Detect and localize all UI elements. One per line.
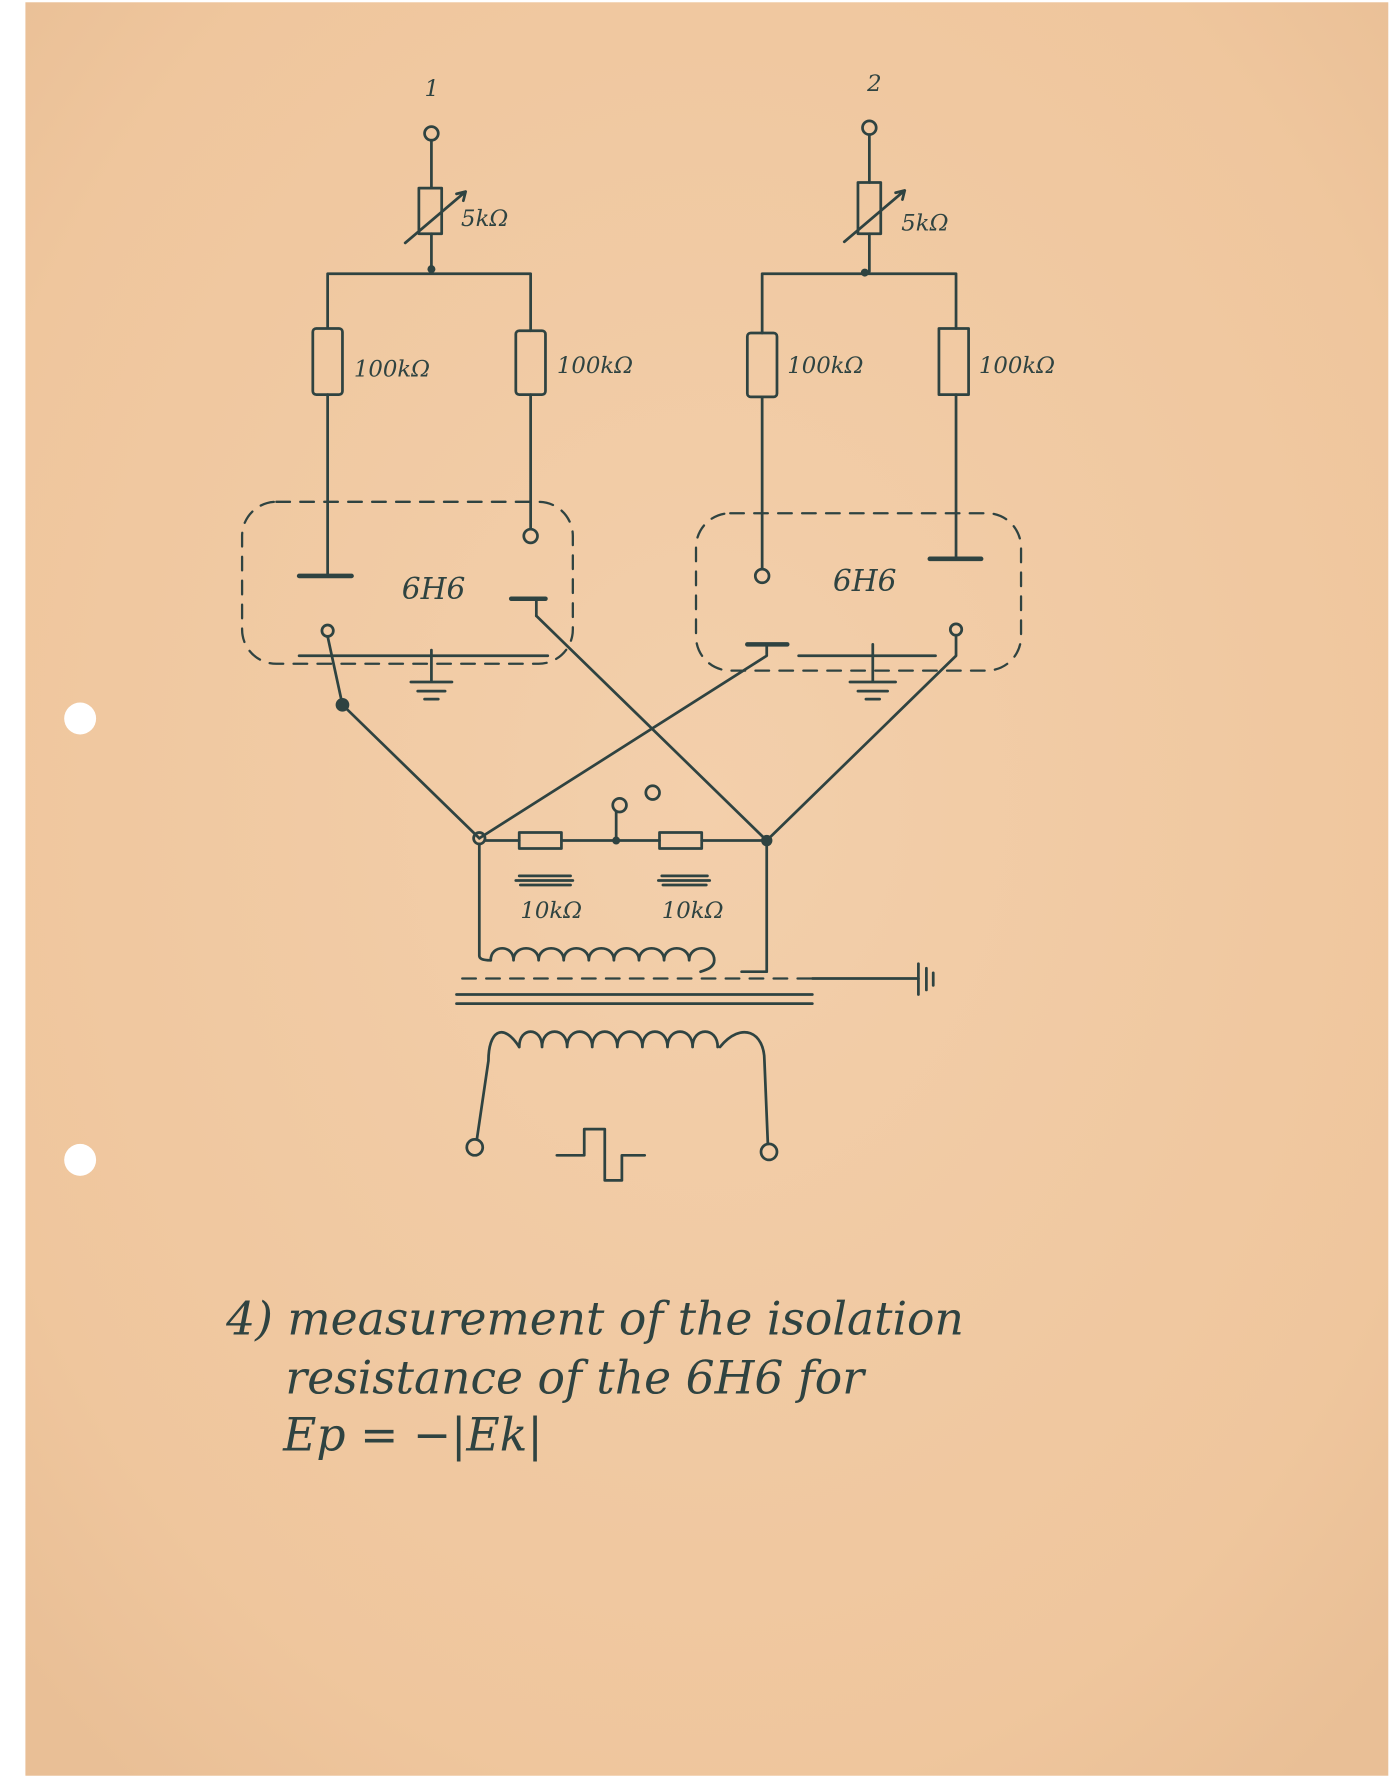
ground-icon	[848, 643, 897, 701]
caption-line-3: Ep = −|Ek|	[282, 1409, 543, 1462]
junction-node	[427, 265, 436, 274]
load-resistor-label: 100kΩ	[354, 356, 430, 382]
paper-background	[25, 2, 1389, 1776]
input-label-1: 1	[425, 76, 440, 102]
load-resistor-label: 100kΩ	[979, 353, 1055, 379]
secondary-coil	[489, 946, 716, 974]
load-resistor-label: 100kΩ	[557, 353, 633, 379]
variable-resistor-1	[403, 186, 467, 270]
input-label-2: 2	[866, 71, 882, 97]
tube-label-right: 6H6	[833, 563, 897, 598]
junction-node	[761, 834, 773, 847]
punch-hole	[64, 702, 97, 735]
load-resistor	[937, 327, 970, 396]
junction-node	[860, 268, 869, 277]
circuit-diagram: 1 2 5kΩ 5kΩ 100kΩ 100kΩ 100kΩ 100kΩ	[240, 71, 1055, 1182]
caption-line-1: 4) measurement of the isolation	[225, 1292, 964, 1345]
variable-resistor-2-label: 5kΩ	[901, 210, 948, 236]
pulse-input-terminal	[465, 1137, 485, 1157]
tube-6h6-right	[694, 512, 1023, 701]
variable-resistor-2	[842, 181, 907, 273]
transformer-core	[455, 993, 814, 1005]
output-terminal	[644, 784, 661, 801]
pulse-input-terminal	[759, 1142, 779, 1162]
primary-coil	[517, 1030, 720, 1049]
load-resistor-label: 100kΩ	[787, 353, 863, 379]
pulse-waveform-icon	[555, 1127, 647, 1182]
divider-resistor-label: 10kΩ	[520, 898, 582, 924]
ground-icon	[917, 962, 935, 996]
divider-resistor	[517, 831, 563, 850]
divider-resistor-label: 10kΩ	[662, 898, 724, 924]
divider-resistor	[658, 831, 704, 850]
tube-label-left: 6H6	[402, 571, 466, 606]
variable-resistor-1-label: 5kΩ	[461, 206, 508, 232]
punch-hole	[64, 1143, 97, 1176]
output-terminal	[611, 796, 628, 814]
ground-icon	[409, 648, 454, 701]
scribbled-out-value	[514, 874, 712, 887]
junction-node	[335, 697, 350, 712]
caption: 4) measurement of the isolation resistan…	[225, 1292, 964, 1461]
tube-6h6-left	[240, 500, 574, 701]
caption-line-2: resistance of the 6H6 for	[285, 1352, 867, 1405]
